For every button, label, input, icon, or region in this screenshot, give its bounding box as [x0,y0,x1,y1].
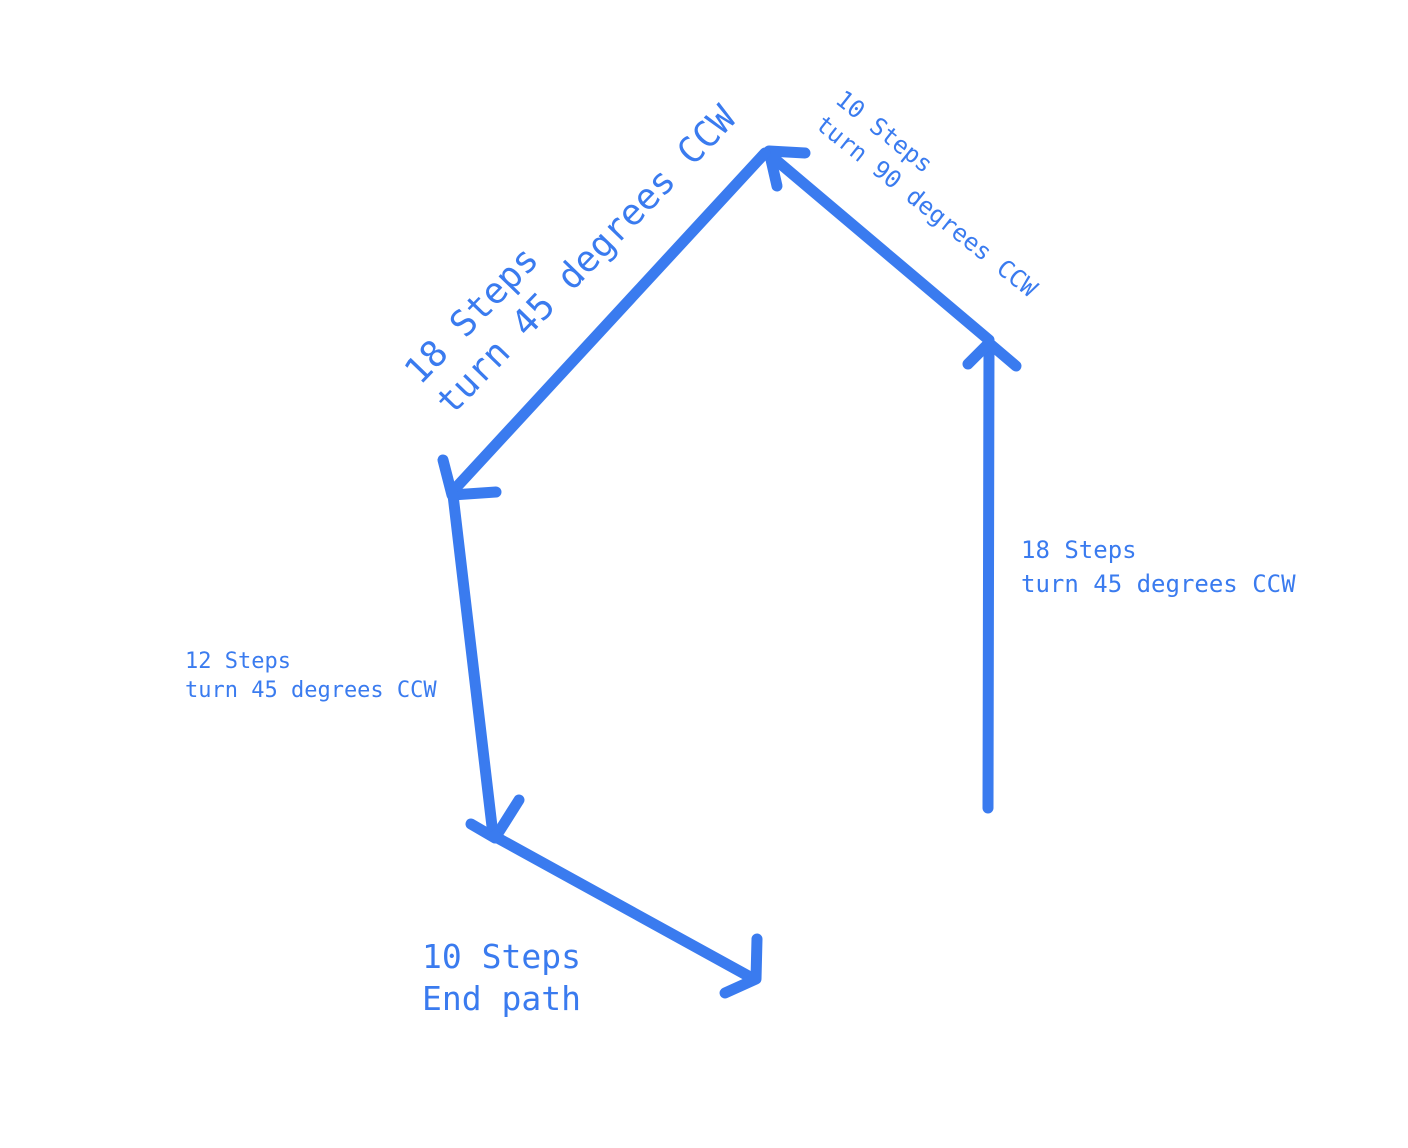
segment-1-label: 18 Steps turn 45 degrees CCW [1021,536,1296,598]
segment-1-label-line2: turn 45 degrees CCW [1021,570,1296,598]
segment-4-label: 12 Steps turn 45 degrees CCW [185,649,437,703]
segment-2-label-line2: turn 90 degrees CCW [810,110,1043,303]
segment-5-label: 10 Steps End path [422,937,601,1018]
segment-1-line [982,339,995,814]
segment-3-line [446,147,771,498]
segment-2-label: 10 Steps turn 90 degrees CCW [810,85,1063,303]
segment-5-arrowhead-icon [719,933,763,999]
segment-5-label-line1: 10 Steps [422,937,581,976]
segment-4-label-line1: 12 Steps [185,649,291,674]
segment-1-label-line1: 18 Steps [1021,536,1137,564]
segment-2-line [764,149,995,346]
segment-4-label-line2: turn 45 degrees CCW [185,678,437,703]
segment-5-label-line2: End path [422,979,581,1018]
segment-5-line [488,830,758,984]
segment-5 [488,830,763,999]
segment-3-label-line2: turn 45 degrees CCW [429,98,745,423]
segment-1 [962,337,1022,814]
segment-4-line [447,489,499,841]
segment-4 [447,489,525,844]
